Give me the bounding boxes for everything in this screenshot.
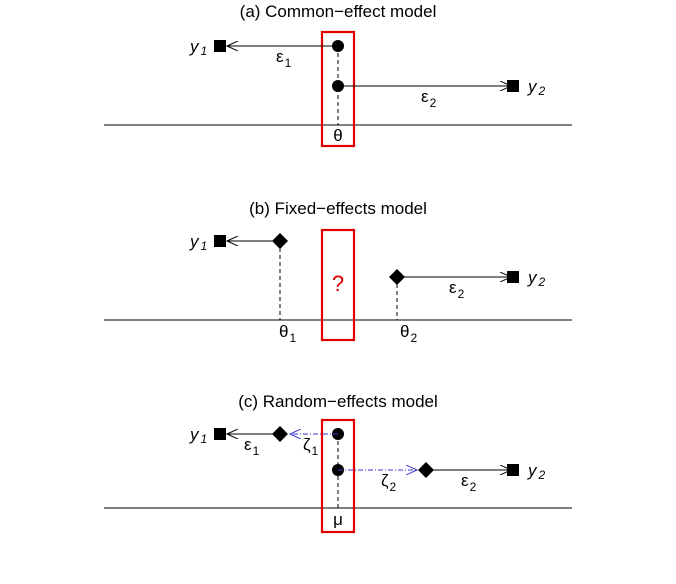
panel-c-zeta2-label: ζ2 bbox=[381, 471, 397, 494]
panel-b-epsilon2-label: ε2 bbox=[449, 278, 465, 301]
panel-a-highlight-box bbox=[320, 30, 356, 148]
panel-b-theta2-label: θ2 bbox=[400, 322, 417, 345]
panel-b-theta1-label: θ1 bbox=[279, 322, 296, 345]
panel-c-mu-label: μ bbox=[333, 510, 343, 529]
panel-a-y1-square bbox=[214, 40, 226, 52]
panel-c-y1-square bbox=[214, 428, 226, 440]
panel-c-title: (c) Random−effects model bbox=[238, 392, 438, 411]
panel-b-question-mark: ? bbox=[332, 271, 344, 296]
panel-a-title: (a) Common−effect model bbox=[240, 2, 437, 21]
panel-b-y2-square bbox=[507, 271, 519, 283]
panel-b-theta1-diamond bbox=[272, 233, 288, 249]
panel-a-epsilon2-label: ε2 bbox=[421, 87, 437, 110]
panel-a-epsilon1-label: ε1 bbox=[276, 47, 292, 70]
panel-c-epsilon2-label: ε2 bbox=[461, 471, 477, 494]
panel-c-study1-diamond bbox=[272, 426, 288, 442]
panel-b-title: (b) Fixed−effects model bbox=[249, 199, 427, 218]
panel-b-y1-square bbox=[214, 235, 226, 247]
panel-c-epsilon1-label: ε1 bbox=[244, 435, 260, 458]
panel-a-y2-square bbox=[507, 80, 519, 92]
panel-c-study2-diamond bbox=[418, 462, 434, 478]
panel-c-highlight-box bbox=[320, 418, 356, 534]
panel-c-y2-square bbox=[507, 464, 519, 476]
panel-a-theta-label: θ bbox=[333, 126, 342, 145]
panel-c-zeta1-label: ζ1 bbox=[303, 435, 319, 458]
panel-b-highlight-box bbox=[320, 228, 356, 342]
panel-b-theta2-diamond bbox=[389, 269, 405, 285]
